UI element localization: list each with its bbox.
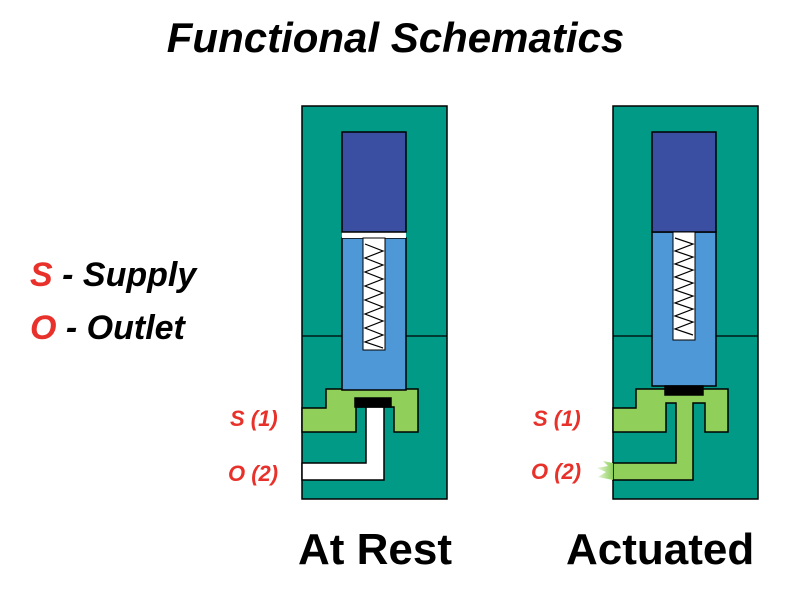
legend-outlet: O - Outlet: [30, 309, 185, 348]
legend-outlet-key: O: [30, 309, 57, 347]
legend-supply: S - Supply: [30, 256, 196, 295]
outlet-port-label-actuated: O (2): [531, 459, 582, 484]
valve-actuated: [612, 105, 759, 500]
legend-outlet-text: - Outlet: [56, 309, 185, 347]
spring-coil: [673, 237, 695, 336]
outlet-flow-puff: [597, 461, 613, 480]
legend-supply-key: S: [30, 256, 53, 294]
poppet-seal: [354, 397, 392, 408]
plunger: [341, 131, 407, 233]
valve-at-rest: [301, 105, 448, 500]
outlet-port-label-rest: O (2): [228, 461, 279, 486]
caption-actuated: Actuated: [566, 525, 755, 574]
supply-port-label-rest: S (1): [230, 406, 278, 431]
plunger: [651, 131, 717, 233]
spring-coil: [363, 243, 385, 349]
poppet-seal: [664, 385, 704, 396]
supply-port-label-actuated: S (1): [533, 406, 581, 431]
legend-supply-text: - Supply: [52, 256, 197, 294]
caption-at-rest: At Rest: [298, 525, 453, 574]
diagram-title: Functional Schematics: [166, 14, 625, 61]
